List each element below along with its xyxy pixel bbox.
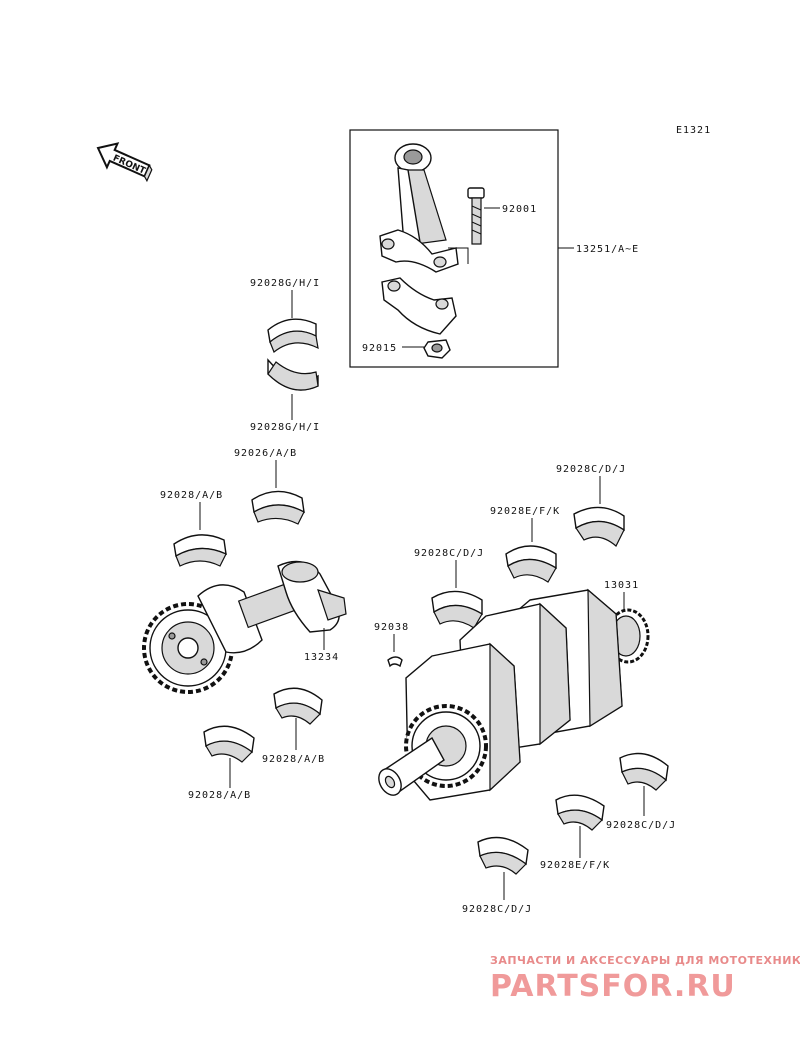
balancer-shaft [142,560,347,694]
balancer-bearing-2 [173,534,227,567]
diagram-code: E1321 [676,125,711,136]
watermark-brand: PARTSFOR.RU [490,969,736,1004]
rod-nut [423,339,451,359]
main-bearing-efk-bottom [555,794,605,831]
watermark-tagline: ЗАПЧАСТИ И АКСЕССУАРЫ ДЛЯ МОТОТЕХНИКИ [490,954,800,967]
label-key: 92038 [374,622,409,633]
balancer-bearing-1 [251,490,305,525]
rod-bolt [467,187,485,245]
woodruff-key [387,656,403,668]
label-rod-assy: 13251/A~E [576,244,639,255]
crankshaft [378,588,650,801]
balancer-bearing-3 [273,687,323,725]
connecting-rod [379,143,459,335]
label-crankshaft: 13031 [604,580,639,591]
rod-bearing-lower [267,358,319,391]
balancer-bearing-4 [203,725,255,763]
label-main-bearing-efk-bottom: 92028E/F/K [540,860,610,871]
rod-bearing-upper [267,318,319,353]
main-bearing-cdj-mid [431,590,483,629]
label-rod-bearing-lower: 92028G/H/I [250,422,320,433]
label-main-bearing-cdj-bottom: 92028C/D/J [462,904,532,915]
label-bal-bearing-4: 92028/A/B [188,790,251,801]
main-bearing-cdj-right [619,752,669,791]
main-bearing-efk-top [505,545,557,583]
label-bal-bearing-1: 92026/A/B [234,448,297,459]
label-bal-bearing-3: 92028/A/B [262,754,325,765]
label-rod-bearing-upper: 92028G/H/I [250,278,320,289]
label-bal-bearing-2: 92028/A/B [160,490,223,501]
main-bearing-cdj-bottom [477,836,529,875]
label-balancer-shaft: 13234 [304,652,339,663]
main-bearing-cdj-top [573,506,625,547]
label-nut: 92015 [362,343,397,354]
label-main-bearing-efk-top: 92028E/F/K [490,506,560,517]
label-main-bearing-cdj-mid: 92028C/D/J [414,548,484,559]
label-bolt: 92001 [502,204,537,215]
label-main-bearing-cdj-top: 92028C/D/J [556,464,626,475]
label-main-bearing-cdj-right: 92028C/D/J [606,820,676,831]
front-arrow-icon: FRONT [96,142,153,183]
